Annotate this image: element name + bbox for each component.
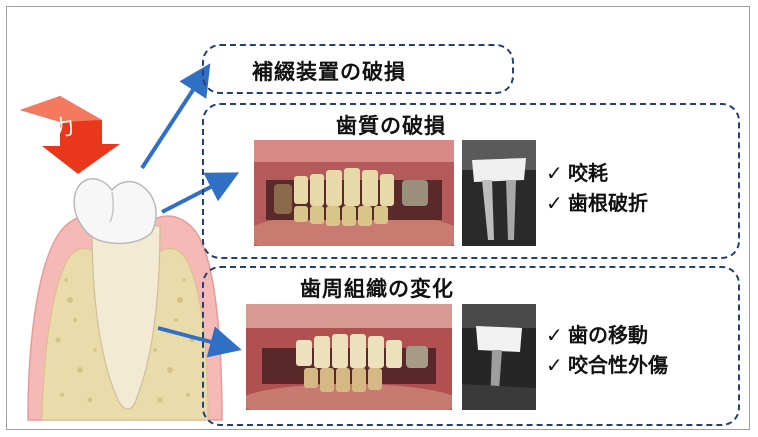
intraoral-photo-tooth <box>254 140 454 246</box>
item-root-fracture: 歯根破折 <box>568 191 648 215</box>
xray-tooth <box>462 140 536 246</box>
list-item: ✓歯の移動 <box>546 320 668 350</box>
check-icon: ✓ <box>546 158 568 188</box>
tooth-damage-list: ✓咬耗 ✓歯根破折 <box>546 158 648 218</box>
periodontal-change-list: ✓歯の移動 ✓咬合性外傷 <box>546 320 668 380</box>
list-item: ✓歯根破折 <box>546 188 648 218</box>
item-tooth-migration: 歯の移動 <box>568 323 648 347</box>
force-label: 力 <box>50 109 76 144</box>
xray-periodontal <box>462 304 536 410</box>
tooth-damage-title: 歯質の破損 <box>336 110 446 140</box>
check-icon: ✓ <box>546 350 568 380</box>
item-attrition: 咬耗 <box>568 161 608 185</box>
periodontal-change-title: 歯周組織の変化 <box>300 273 454 303</box>
prosthesis-damage-title: 補綴装置の破損 <box>252 56 406 86</box>
check-icon: ✓ <box>546 320 568 350</box>
check-icon: ✓ <box>546 188 568 218</box>
intraoral-photo-periodontal <box>246 304 452 410</box>
arrow-to-prosthesis <box>142 70 206 168</box>
item-occlusal-trauma: 咬合性外傷 <box>568 353 668 377</box>
list-item: ✓咬耗 <box>546 158 648 188</box>
list-item: ✓咬合性外傷 <box>546 350 668 380</box>
